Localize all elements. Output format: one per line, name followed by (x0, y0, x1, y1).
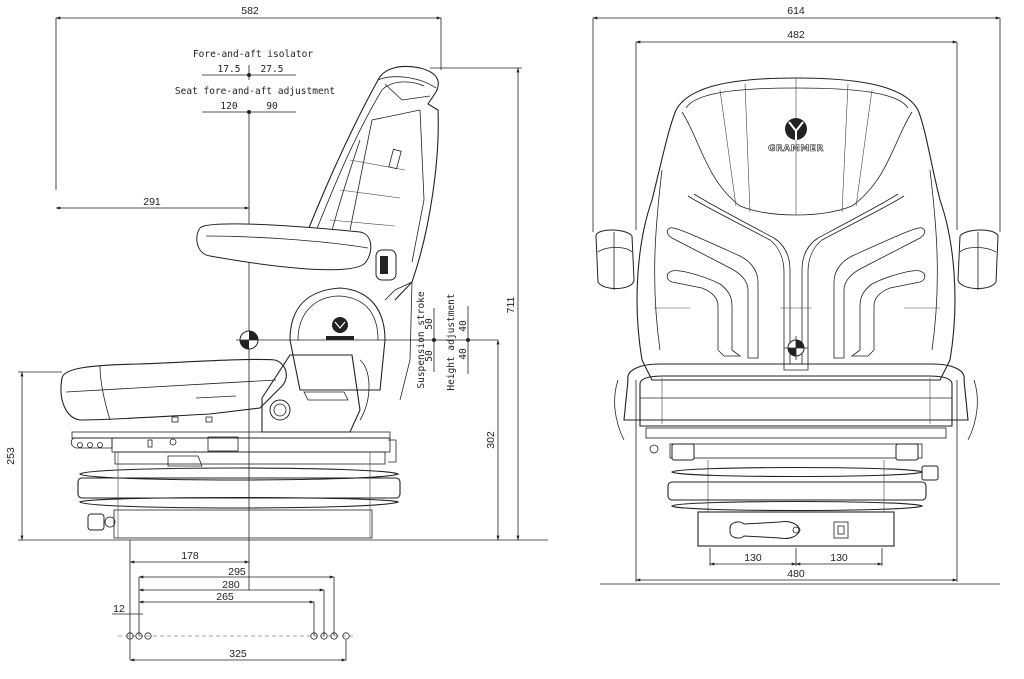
dim-280: 280 (222, 579, 240, 591)
height-adjustment-annotation: Height adjustment 40 40 (446, 293, 470, 391)
mounting-hole (330, 632, 338, 640)
dimension-302: 302 (485, 339, 500, 541)
dim-614: 614 (787, 5, 805, 17)
dim-302: 302 (485, 431, 497, 449)
mounting-hole (126, 632, 134, 640)
dimension-overall-width: 614 (592, 5, 1001, 232)
armrest-side (196, 223, 397, 281)
dim-130-right: 130 (830, 552, 848, 564)
slide-rail (70, 431, 397, 463)
seat-cushion-side (60, 358, 287, 423)
seat-fore-aft-adjustment-annotation: Seat fore-and-aft adjustment 120 90 (175, 86, 335, 114)
rear-bracket (261, 354, 370, 433)
brand-name: GRAMMER (768, 144, 824, 154)
dim-265: 265 (216, 591, 234, 603)
armrest-right-front (957, 229, 999, 290)
dim-480: 480 (787, 568, 805, 580)
fore-aft-isolator-label: Fore-and-aft isolator (193, 49, 313, 60)
dimension-253: 253 (5, 371, 62, 541)
height-down-value: 40 (458, 348, 469, 360)
dimension-291: 291 (55, 196, 250, 210)
dimension-overall-length: 582 (55, 5, 442, 190)
isolator-front-value: 27.5 (261, 64, 284, 75)
dim-325: 325 (229, 648, 247, 660)
switch-icon (833, 521, 849, 539)
front-view: 614 482 GRAMMER (592, 5, 1001, 585)
mounting-hole (144, 632, 152, 640)
backrest-side (299, 65, 439, 301)
suspension-stroke-annotation: Suspension stroke 50 50 (416, 291, 436, 389)
mounting-hole-dimensions: 178 295 280 265 12 325 (112, 540, 356, 662)
seat-index-point-front-icon (784, 336, 808, 360)
dim-291: 291 (143, 196, 161, 208)
dim-253: 253 (5, 447, 17, 465)
front-rails (645, 427, 947, 481)
isolator-rear-value: 17.5 (218, 64, 241, 75)
mounting-hole (320, 632, 328, 640)
dim-130-left: 130 (744, 552, 762, 564)
mounting-hole (310, 632, 318, 640)
side-bracket (289, 281, 413, 401)
suspension-bellows-side (77, 451, 401, 539)
height-adjust-lever-icon (729, 521, 801, 539)
dim-711: 711 (505, 296, 517, 313)
dimension-base-width: 480 (635, 380, 958, 582)
height-up-value: 40 (458, 320, 469, 332)
dimension-711: 711 (430, 67, 522, 541)
suspension-up-value: 50 (424, 318, 435, 330)
seat-fore-aft-adjustment-label: Seat fore-and-aft adjustment (175, 86, 335, 97)
dimension-backrest-width: 482 (635, 29, 958, 230)
seat-cushion-front (614, 363, 978, 441)
height-adjustment-label: Height adjustment (446, 293, 457, 390)
suspension-stroke-label: Suspension stroke (416, 291, 427, 389)
adjustment-front-value: 90 (266, 101, 278, 112)
dim-295: 295 (228, 566, 246, 578)
dim-12: 12 (113, 603, 125, 615)
dim-482: 482 (787, 29, 805, 41)
mounting-hole (342, 632, 350, 640)
dim-582: 582 (241, 5, 259, 17)
fore-aft-isolator-annotation: Fore-and-aft isolator 17.5 27.5 (193, 49, 313, 80)
mounting-hole (135, 632, 143, 640)
seat-index-point-icon (236, 330, 498, 350)
suspension-down-value: 50 (424, 350, 435, 362)
side-view: 582 Fore-and-aft isolator 17.5 27.5 Seat… (5, 5, 548, 662)
base-front (697, 511, 895, 547)
dim-178: 178 (181, 550, 199, 562)
armrest-left-front (595, 229, 635, 290)
dimension-base-holes: 130 130 (709, 548, 883, 566)
suspension-bellows-front (667, 460, 927, 512)
grammer-logo: GRAMMER (768, 118, 824, 154)
adjustment-rear-value: 120 (220, 101, 237, 112)
